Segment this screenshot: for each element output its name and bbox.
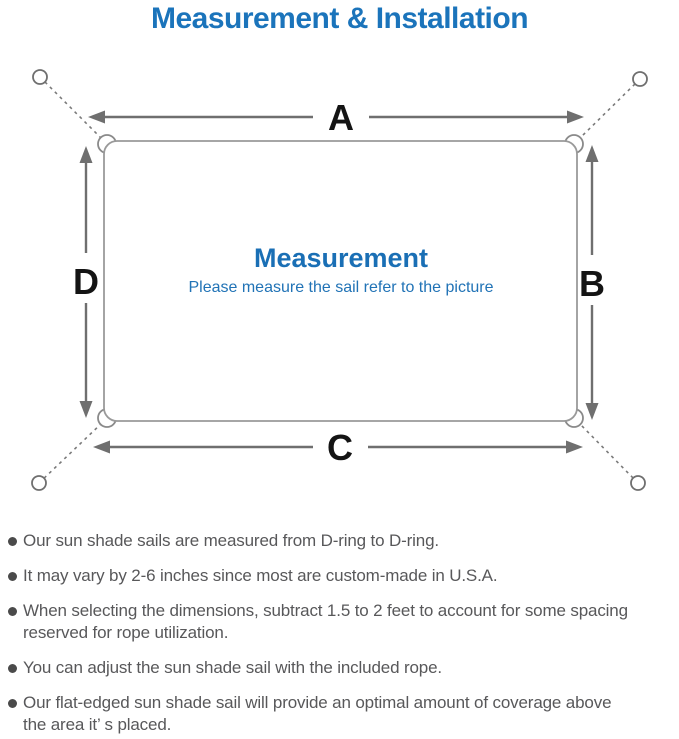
bullet-icon bbox=[8, 572, 17, 581]
anchor-ring-icons bbox=[31, 69, 648, 491]
note-text: You can adjust the sun shade sail with t… bbox=[23, 658, 442, 677]
diagram-center-subtitle: Please measure the sail refer to the pic… bbox=[188, 279, 493, 296]
anchor-ring-icon bbox=[632, 71, 648, 87]
arrow-d bbox=[79, 146, 93, 418]
rope-bottom-left bbox=[38, 421, 104, 484]
diagram-canvas: A B C D Measurement Please measure the s… bbox=[31, 69, 648, 491]
list-item: Our flat-edged sun shade sail will provi… bbox=[8, 692, 679, 736]
rope-top-right bbox=[577, 78, 641, 141]
bullet-icon bbox=[8, 699, 17, 708]
rope-bottom-right bbox=[577, 421, 639, 484]
arrow-c bbox=[93, 440, 583, 454]
anchor-ring-icon bbox=[31, 475, 47, 491]
sail-outline bbox=[103, 140, 578, 422]
list-item: When selecting the dimensions, subtract … bbox=[8, 600, 679, 644]
bullet-icon bbox=[8, 664, 17, 673]
page-title: Measurement & Installation bbox=[150, 2, 529, 35]
side-label-d: D bbox=[73, 261, 99, 302]
measure-arrows bbox=[79, 110, 599, 454]
anchor-ring-icon bbox=[630, 475, 646, 491]
arrow-b bbox=[585, 145, 599, 420]
list-item: It may vary by 2-6 inches since most are… bbox=[8, 565, 679, 587]
bullet-icon bbox=[8, 607, 17, 616]
rope-dashed-lines bbox=[38, 76, 641, 484]
diagram-center-title: Measurement bbox=[254, 243, 428, 273]
note-text: It may vary by 2-6 inches since most are… bbox=[23, 566, 498, 585]
note-text: Our flat-edged sun shade sail will provi… bbox=[23, 693, 612, 734]
arrow-a bbox=[88, 110, 584, 124]
side-label-a: A bbox=[328, 97, 354, 138]
list-item: You can adjust the sun shade sail with t… bbox=[8, 657, 679, 679]
bullet-icon bbox=[8, 537, 17, 546]
sail-measurement-diagram: A B C D Measurement Please measure the s… bbox=[0, 40, 679, 520]
note-text: Our sun shade sails are measured from D-… bbox=[23, 531, 439, 550]
side-label-c: C bbox=[327, 427, 353, 468]
rope-top-left bbox=[39, 76, 104, 141]
list-item: Our sun shade sails are measured from D-… bbox=[8, 530, 679, 552]
note-text: When selecting the dimensions, subtract … bbox=[23, 601, 628, 642]
anchor-ring-icon bbox=[32, 69, 48, 85]
side-label-b: B bbox=[579, 263, 605, 304]
notes-list: Our sun shade sails are measured from D-… bbox=[0, 530, 679, 739]
